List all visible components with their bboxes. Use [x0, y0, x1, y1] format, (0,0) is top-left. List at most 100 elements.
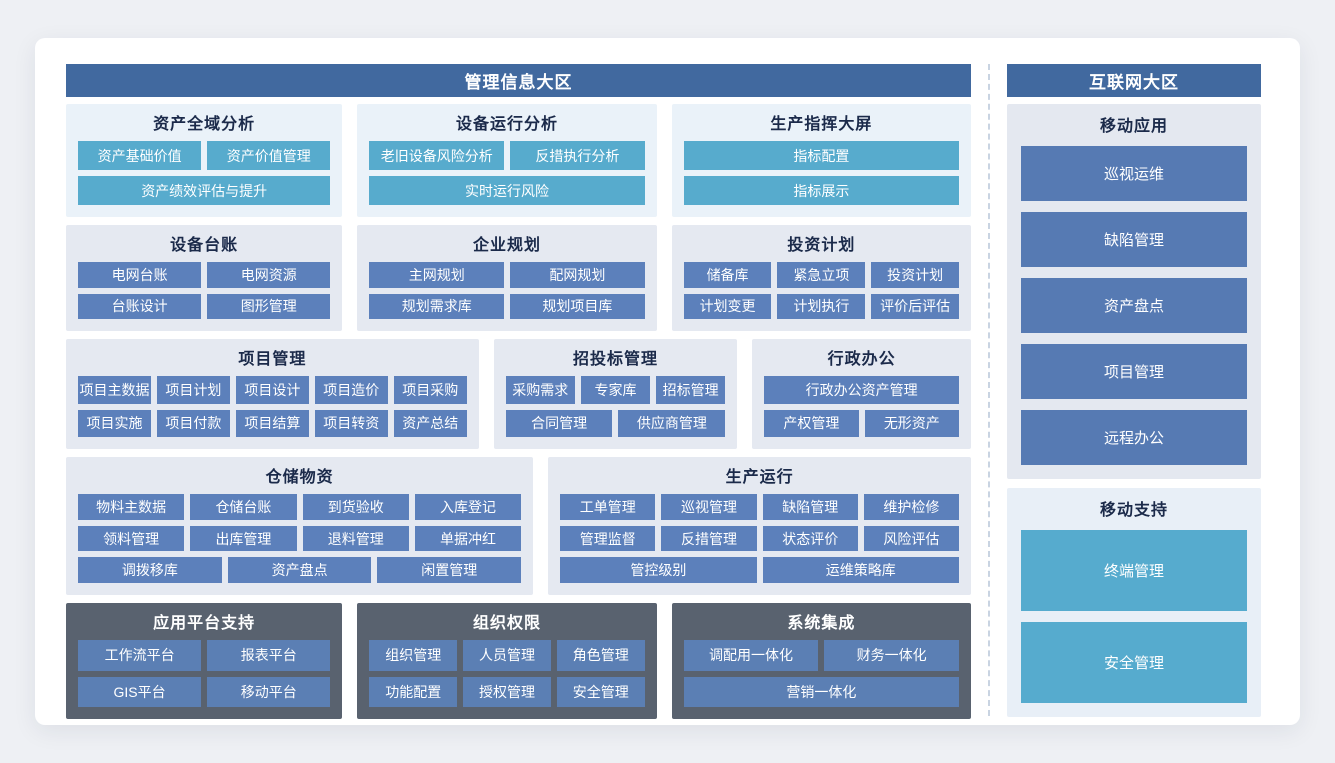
section-panel: 项目管理项目主数据项目计划项目设计项目造价项目采购项目实施项目付款项目结算项目转…	[66, 339, 479, 449]
module-button[interactable]: 管控级别	[560, 557, 757, 584]
module-button[interactable]: 项目造价	[314, 376, 388, 404]
module-button[interactable]: 缺陷管理	[762, 494, 858, 520]
button-row: 行政办公资产管理	[764, 376, 960, 404]
button-row: 领料管理出库管理退料管理单据冲红	[78, 525, 522, 552]
module-button[interactable]: 紧急立项	[777, 262, 866, 288]
module-button[interactable]: 电网台账	[78, 262, 202, 288]
module-button[interactable]: 授权管理	[463, 676, 551, 707]
module-button[interactable]: 工作流平台	[78, 640, 202, 671]
module-button[interactable]: 专家库	[580, 376, 651, 404]
zone-dashed-divider	[988, 64, 990, 716]
module-button[interactable]: 资产价值管理	[207, 141, 331, 170]
module-button[interactable]: 老旧设备风险分析	[369, 141, 505, 170]
module-button[interactable]: 巡视管理	[661, 494, 757, 520]
module-button[interactable]: 状态评价	[762, 525, 858, 552]
module-button[interactable]: 台账设计	[78, 293, 202, 319]
module-button[interactable]: 运维策略库	[762, 557, 959, 584]
module-button[interactable]: 指标配置	[683, 141, 959, 170]
internet-panels: 移动应用巡视运维缺陷管理资产盘点项目管理远程办公移动支持终端管理安全管理	[1007, 104, 1261, 717]
module-button[interactable]: 资产基础价值	[78, 141, 202, 170]
module-button[interactable]: 风险评估	[863, 525, 960, 552]
module-button[interactable]: 招标管理	[656, 376, 726, 404]
module-button[interactable]: 无形资产	[864, 409, 960, 437]
module-button[interactable]: 项目设计	[235, 376, 309, 404]
module-button[interactable]: 实时运行风险	[369, 176, 645, 205]
module-button[interactable]: 闲置管理	[377, 557, 522, 584]
architecture-board: 管理信息大区 资产全域分析资产基础价值资产价值管理资产绩效评估与提升设备运行分析…	[35, 38, 1300, 725]
panel-row: 资产全域分析资产基础价值资产价值管理资产绩效评估与提升设备运行分析老旧设备风险分…	[66, 104, 971, 217]
app-button[interactable]: 安全管理	[1021, 622, 1247, 703]
module-button[interactable]: 项目主数据	[78, 376, 151, 404]
zone-management-info: 管理信息大区 资产全域分析资产基础价值资产价值管理资产绩效评估与提升设备运行分析…	[66, 64, 972, 719]
button-row: 物料主数据仓储台账到货验收入库登记	[78, 494, 522, 520]
module-button[interactable]: 出库管理	[190, 525, 297, 552]
module-button[interactable]: 资产绩效评估与提升	[78, 176, 331, 205]
app-button[interactable]: 资产盘点	[1021, 278, 1247, 333]
app-button[interactable]: 巡视运维	[1021, 146, 1247, 201]
module-button[interactable]: 项目计划	[156, 376, 230, 404]
module-button[interactable]: 反措执行分析	[510, 141, 645, 170]
module-button[interactable]: 调拨移库	[78, 557, 222, 584]
module-button[interactable]: 组织管理	[369, 640, 458, 671]
module-button[interactable]: 行政办公资产管理	[764, 376, 960, 404]
button-row: 台账设计图形管理	[78, 293, 331, 319]
app-button[interactable]: 缺陷管理	[1021, 212, 1247, 267]
module-button[interactable]: 财务一体化	[824, 640, 959, 671]
module-button[interactable]: 计划变更	[683, 293, 772, 319]
module-button[interactable]: 项目采购	[393, 376, 467, 404]
app-button[interactable]: 远程办公	[1021, 410, 1247, 465]
app-button[interactable]: 项目管理	[1021, 344, 1247, 399]
module-button[interactable]: 角色管理	[556, 640, 645, 671]
module-button[interactable]: 反措管理	[661, 525, 757, 552]
module-button[interactable]: 移动平台	[207, 676, 331, 707]
module-button[interactable]: 入库登记	[414, 494, 522, 520]
section-panel: 仓储物资物料主数据仓储台账到货验收入库登记领料管理出库管理退料管理单据冲红调拨移…	[66, 457, 534, 595]
module-button[interactable]: 人员管理	[463, 640, 551, 671]
module-button[interactable]: 项目实施	[78, 409, 151, 437]
module-button[interactable]: 维护检修	[863, 494, 960, 520]
module-button[interactable]: 到货验收	[302, 494, 409, 520]
module-button[interactable]: 仓储台账	[190, 494, 297, 520]
module-button[interactable]: 规划项目库	[510, 293, 645, 319]
module-button[interactable]: 物料主数据	[78, 494, 185, 520]
module-button[interactable]: 供应商管理	[618, 409, 726, 437]
module-button[interactable]: 退料管理	[302, 525, 409, 552]
module-button[interactable]: 图形管理	[207, 293, 331, 319]
module-button[interactable]: 投资计划	[871, 262, 959, 288]
zone-header-management: 管理信息大区	[66, 64, 971, 97]
module-button[interactable]: 功能配置	[369, 676, 458, 707]
button-row: 实时运行风险	[369, 176, 645, 205]
module-button[interactable]: 项目转资	[314, 409, 388, 437]
button-row: 指标配置	[683, 141, 959, 170]
module-button[interactable]: 采购需求	[505, 376, 575, 404]
button-row: 功能配置授权管理安全管理	[369, 676, 645, 707]
button-row: 计划变更计划执行评价后评估	[683, 293, 959, 319]
module-button[interactable]: 单据冲红	[414, 525, 522, 552]
module-button[interactable]: 合同管理	[505, 409, 613, 437]
module-button[interactable]: 领料管理	[78, 525, 185, 552]
module-button[interactable]: 项目结算	[235, 409, 309, 437]
module-button[interactable]: 安全管理	[556, 676, 645, 707]
module-button[interactable]: 储备库	[683, 262, 772, 288]
section-body: 终端管理安全管理	[1021, 530, 1247, 703]
module-button[interactable]: 资产总结	[393, 409, 467, 437]
module-button[interactable]: GIS平台	[78, 676, 202, 707]
module-button[interactable]: 管理监督	[560, 525, 656, 552]
module-button[interactable]: 计划执行	[777, 293, 866, 319]
module-button[interactable]: 工单管理	[560, 494, 656, 520]
module-button[interactable]: 规划需求库	[369, 293, 505, 319]
module-button[interactable]: 报表平台	[207, 640, 331, 671]
button-row: 资产绩效评估与提升	[78, 176, 331, 205]
module-button[interactable]: 产权管理	[764, 409, 859, 437]
module-button[interactable]: 主网规划	[369, 262, 505, 288]
module-button[interactable]: 电网资源	[207, 262, 331, 288]
module-button[interactable]: 指标展示	[683, 176, 959, 205]
app-button[interactable]: 终端管理	[1021, 530, 1247, 611]
module-button[interactable]: 项目付款	[156, 409, 230, 437]
module-button[interactable]: 调配用一体化	[683, 640, 819, 671]
section-title: 系统集成	[787, 615, 856, 632]
module-button[interactable]: 资产盘点	[227, 557, 372, 584]
module-button[interactable]: 评价后评估	[871, 293, 959, 319]
module-button[interactable]: 配网规划	[510, 262, 645, 288]
module-button[interactable]: 营销一体化	[683, 676, 959, 707]
